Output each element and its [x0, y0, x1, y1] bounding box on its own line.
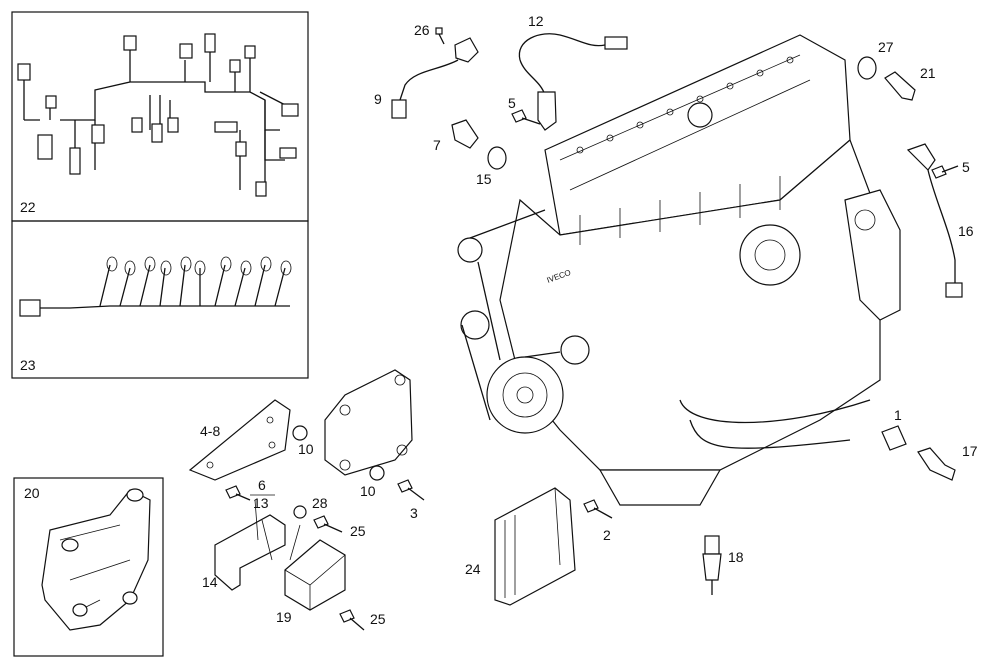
mounting-bracket-part-10 — [324, 369, 413, 476]
relay-part-19 — [284, 539, 346, 611]
callout-12: 12 — [528, 13, 544, 29]
callout-25-top: 25 — [350, 523, 366, 539]
callout-21: 21 — [920, 65, 936, 81]
seal-ring-part-15 — [487, 146, 507, 170]
callout-25-bottom: 25 — [370, 611, 386, 627]
callout-3: 3 — [410, 505, 418, 521]
switch-part-18 — [702, 535, 722, 595]
bolt-part-26 — [435, 27, 445, 45]
inset-frame-harness-23 — [11, 220, 309, 379]
callout-24: 24 — [465, 561, 481, 577]
bracket-part-4-8 — [188, 399, 291, 481]
bolt-part-5-left — [511, 109, 541, 125]
inset-frame-part-20 — [13, 477, 164, 657]
bolt-part-3 — [397, 479, 425, 501]
engine-assembly: IVECO — [457, 34, 901, 506]
sensor-part-17 — [917, 447, 956, 481]
fitting-part-1 — [881, 425, 907, 451]
bolt-part-2 — [583, 499, 613, 519]
bolt-part-6-13 — [225, 485, 251, 501]
sensor-part-7 — [451, 119, 479, 149]
callout-15: 15 — [476, 171, 492, 187]
callout-10-bottom: 10 — [360, 483, 376, 499]
callout-17: 17 — [962, 443, 978, 459]
callout-22: 22 — [20, 199, 36, 215]
callout-2: 2 — [603, 527, 611, 543]
sensor-part-21 — [884, 71, 916, 101]
callout-26: 26 — [414, 22, 430, 38]
callout-5-right: 5 — [962, 159, 970, 175]
callout-10-top: 10 — [298, 441, 314, 457]
callout-23: 23 — [20, 357, 36, 373]
sensor-part-9 — [391, 37, 479, 119]
seal-ring-part-27 — [857, 56, 877, 80]
callout-14: 14 — [202, 574, 218, 590]
wiring-harness-23 — [19, 256, 292, 317]
callout-19: 19 — [276, 609, 292, 625]
bracket-part-20 — [41, 488, 151, 631]
callout-18: 18 — [728, 549, 744, 565]
sensor-part-12 — [518, 33, 628, 131]
ecu-part-24 — [494, 487, 576, 606]
callout-9: 9 — [374, 91, 382, 107]
nut-part-28 — [293, 505, 307, 519]
leader-lines — [254, 499, 301, 561]
callout-27: 27 — [878, 39, 894, 55]
callout-16: 16 — [958, 223, 974, 239]
bolt-part-5-right — [931, 165, 959, 179]
bracket-part-14 — [214, 514, 286, 591]
nut-part-10-bottom — [369, 465, 385, 481]
wiring-harness-22 — [17, 33, 299, 197]
bolt-part-25-top — [313, 515, 343, 533]
callout-labels: 1 2 3 4-8 5 5 6 13 7 9 10 10 12 14 15 16… — [20, 13, 978, 627]
callout-13: 13 — [253, 495, 269, 511]
callout-6: 6 — [258, 477, 266, 493]
callout-4-8: 4-8 — [200, 423, 220, 439]
callout-28: 28 — [312, 495, 328, 511]
callout-5-left: 5 — [508, 95, 516, 111]
bolt-part-25-bottom — [339, 609, 365, 631]
callout-1: 1 — [894, 407, 902, 423]
sensor-part-16 — [906, 143, 963, 298]
callout-7: 7 — [433, 137, 441, 153]
nut-part-10-top — [292, 425, 308, 441]
callout-20: 20 — [24, 485, 40, 501]
